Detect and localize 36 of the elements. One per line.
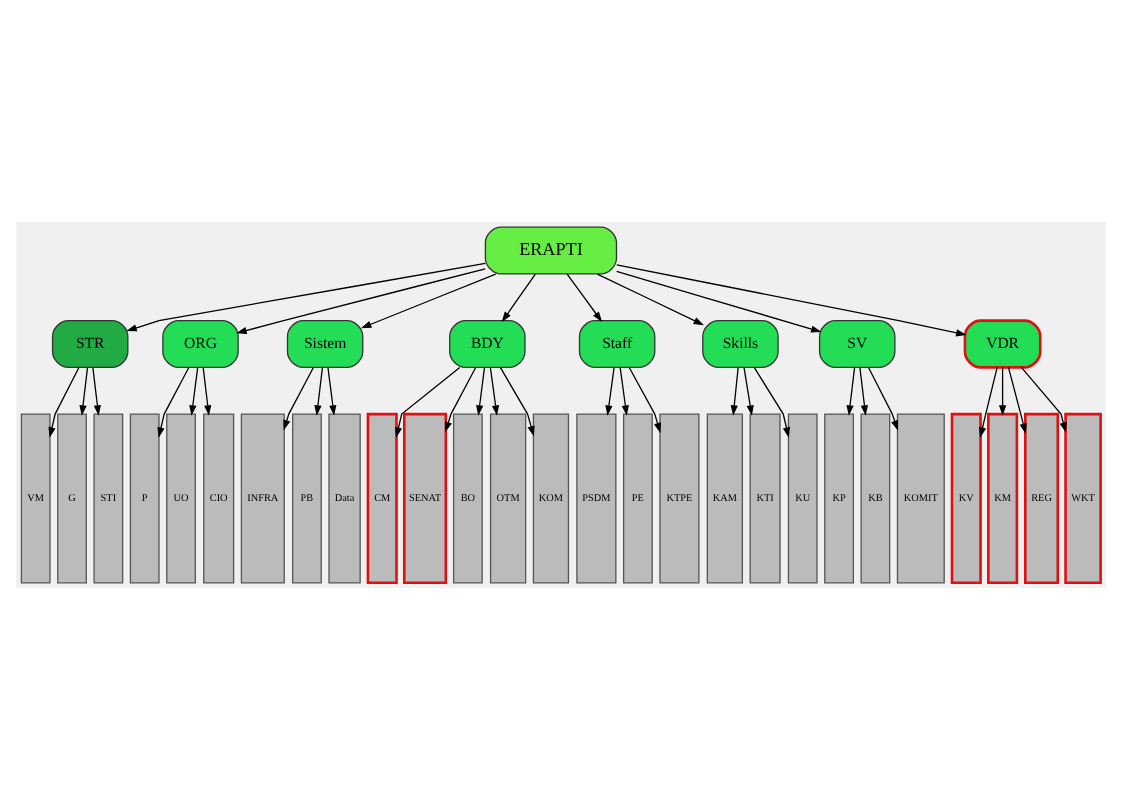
arrow <box>1020 366 1067 433</box>
arrow <box>605 366 615 416</box>
arrow <box>202 366 212 416</box>
arrow <box>846 366 856 416</box>
arrow <box>596 273 704 326</box>
arrow <box>489 366 500 416</box>
arrow <box>314 366 324 416</box>
arrow <box>979 366 998 438</box>
arrow <box>859 366 869 416</box>
arrow <box>444 366 477 433</box>
arrow <box>501 273 536 323</box>
arrow <box>998 366 1007 416</box>
arrow <box>619 366 629 416</box>
arrow <box>189 366 199 416</box>
arrow <box>48 366 80 438</box>
arrow <box>327 366 337 416</box>
arrow <box>730 366 739 416</box>
arrow <box>616 270 822 333</box>
arrow <box>628 366 661 434</box>
arrow <box>1007 366 1027 435</box>
arrow <box>79 366 89 416</box>
arrow <box>499 366 535 437</box>
arrow <box>283 366 315 431</box>
arrow <box>476 366 486 416</box>
arrow <box>743 366 754 416</box>
arrow <box>616 264 967 337</box>
arrow <box>566 273 603 323</box>
arrow <box>361 273 497 329</box>
arrow <box>236 268 486 335</box>
node-box: ERAPTI <box>484 226 618 275</box>
arrow <box>92 366 101 416</box>
arrow <box>753 366 790 438</box>
arrow <box>126 262 486 332</box>
arrow <box>157 366 190 438</box>
arrow <box>394 366 461 438</box>
arrow <box>867 366 899 431</box>
